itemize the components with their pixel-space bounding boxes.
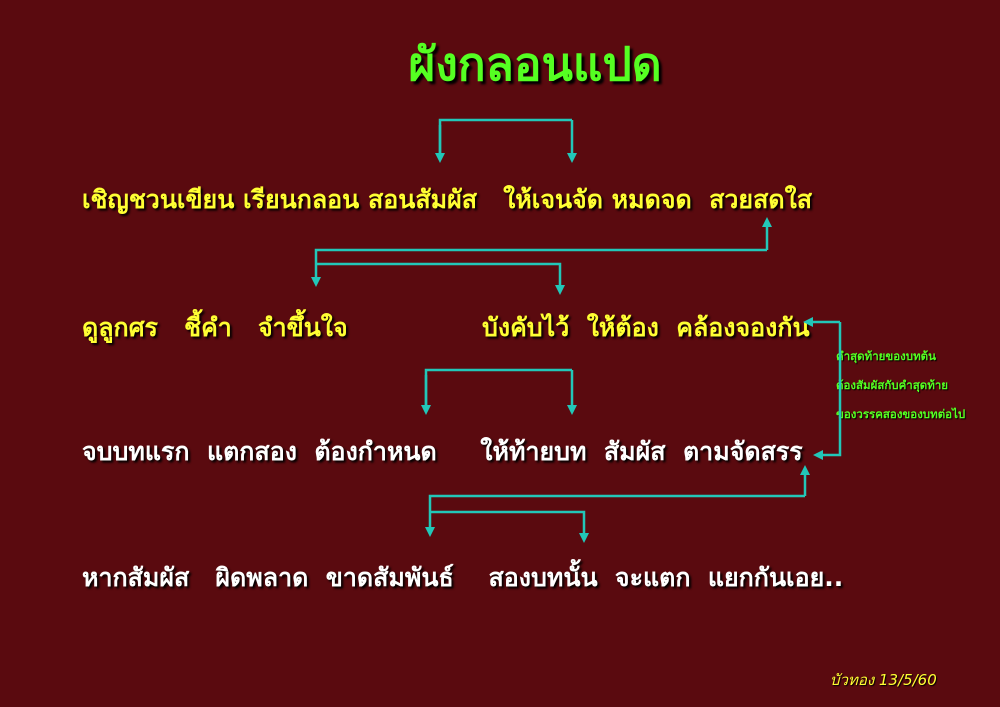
verse-line-3: จบบทแรก แตกสอง ต้องกำหนด ให้ท้ายบท สัมผั…: [82, 437, 803, 466]
note-line-3: ของวรรคสองของบทต่อไป: [836, 407, 966, 421]
arrow-stanza-link: [813, 322, 842, 460]
page-title: ผังกลอนแปด: [408, 37, 662, 91]
verse-line-2-left: ดูลูกศร ชี้คำ จำขึ้นใจ: [82, 313, 348, 342]
signature: บัวทอง 13/5/60: [830, 671, 937, 689]
arrow-line2-branch: [316, 262, 565, 295]
verse-line-4: หากสัมผัส ผิดพลาด ขาดสัมพันธ์ สองบทนั้น …: [82, 563, 844, 592]
arrow-line3-left: [424, 368, 572, 410]
verse-line-1: เชิญชวนเขียน เรียนกลอน สอนสัมผัส ให้เจนจ…: [82, 185, 813, 214]
arrow-line1-left: [438, 118, 572, 160]
arrow-line1-to-line2: [311, 248, 767, 287]
arrow-line4-branch: [430, 510, 589, 543]
note-line-1: คำสุดท้ายของบทต้น: [836, 349, 937, 363]
arrow-line3-to-line4: [425, 494, 805, 537]
note-line-2: ต้องสัมผัสกับคำสุดท้าย: [836, 378, 949, 392]
verse-line-2-right: บังคับไว้ ให้ต้อง คล้องจองกัน: [482, 313, 810, 342]
